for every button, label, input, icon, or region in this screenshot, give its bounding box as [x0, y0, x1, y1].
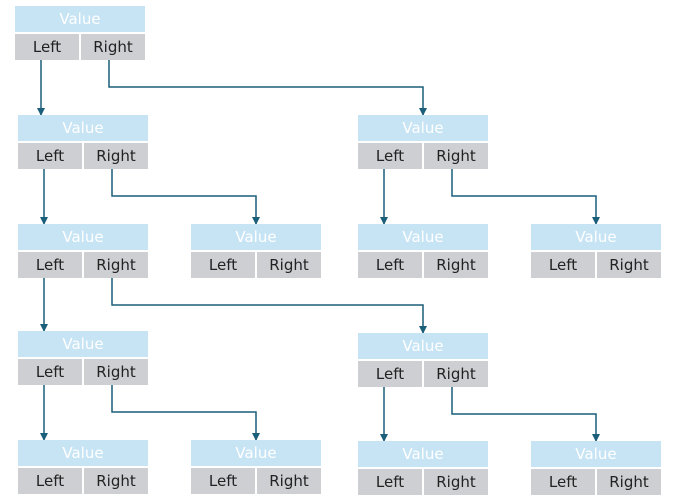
node-value: Value — [358, 333, 488, 359]
right-pointer: Right — [84, 143, 148, 169]
right-pointer: Right — [84, 359, 148, 385]
right-pointer: Right — [424, 252, 488, 278]
node-value: Value — [531, 441, 661, 467]
left-pointer: Left — [358, 361, 422, 387]
right-pointer: Right — [84, 252, 148, 278]
edge-right-child — [451, 169, 600, 225]
right-pointer: Right — [597, 252, 661, 278]
right-pointer: Right — [84, 468, 148, 494]
right-pointer: Right — [257, 252, 321, 278]
node-value: Value — [358, 441, 488, 467]
right-pointer: Right — [424, 361, 488, 387]
left-pointer: Left — [18, 252, 82, 278]
node-value: Value — [191, 440, 321, 466]
left-pointer: Left — [18, 359, 82, 385]
left-pointer: Left — [191, 468, 255, 494]
node-value: Value — [358, 224, 488, 250]
left-pointer: Left — [531, 252, 595, 278]
node-value: Value — [18, 440, 148, 466]
edge-right-child — [111, 169, 260, 225]
node-value: Value — [531, 224, 661, 250]
edge-right-child — [111, 278, 427, 334]
left-pointer: Left — [358, 252, 422, 278]
node-value: Value — [191, 224, 321, 250]
left-pointer: Left — [15, 34, 79, 60]
right-pointer: Right — [81, 34, 145, 60]
left-pointer: Left — [18, 468, 82, 494]
node-value: Value — [18, 331, 148, 357]
left-pointer: Left — [358, 143, 422, 169]
left-pointer: Left — [191, 252, 255, 278]
node-value: Value — [18, 115, 148, 141]
right-pointer: Right — [424, 469, 488, 495]
left-pointer: Left — [18, 143, 82, 169]
node-value: Value — [15, 6, 145, 32]
right-pointer: Right — [597, 469, 661, 495]
right-pointer: Right — [424, 143, 488, 169]
right-pointer: Right — [257, 468, 321, 494]
node-value: Value — [18, 224, 148, 250]
left-pointer: Left — [531, 469, 595, 495]
node-value: Value — [358, 115, 488, 141]
left-pointer: Left — [358, 469, 422, 495]
edge-right-child — [108, 60, 427, 116]
edge-right-child — [451, 387, 600, 442]
edge-right-child — [111, 385, 260, 441]
